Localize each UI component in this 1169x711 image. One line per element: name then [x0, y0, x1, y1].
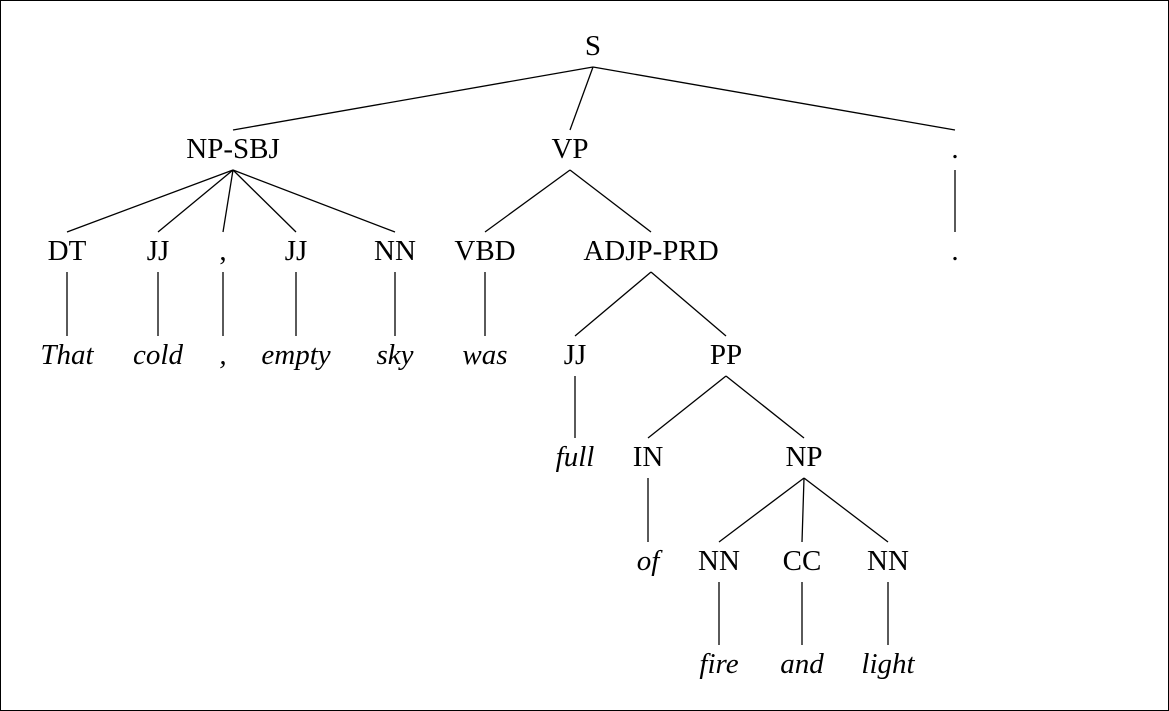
edge-vp-adjp	[569, 169, 652, 233]
word-and: and	[780, 648, 824, 680]
edge-npsbj-jj1	[157, 169, 234, 233]
node-commatag: ,	[219, 235, 226, 267]
node-cc: CC	[783, 545, 822, 577]
word-of: of	[637, 545, 664, 577]
edge-np-cc	[801, 477, 805, 543]
word-cold: cold	[133, 339, 183, 371]
node-jj2: JJ	[285, 235, 308, 267]
edge-npsbj-dt	[66, 169, 234, 233]
node-pp: PP	[710, 339, 742, 371]
edge-pp-np	[725, 375, 805, 439]
node-s: S	[585, 30, 601, 62]
edge-adjp-pp	[650, 271, 727, 337]
word-was: was	[462, 339, 507, 371]
word-fire: fire	[699, 648, 738, 680]
node-np: NP	[785, 441, 822, 473]
node-dotword: .	[951, 235, 958, 267]
word-full: full	[556, 441, 595, 473]
word-empty: empty	[261, 339, 330, 371]
node-jj1: JJ	[147, 235, 170, 267]
edge-npsbj-nn1	[232, 169, 396, 233]
word-light: light	[861, 648, 915, 680]
edge-npsbj-commatag	[222, 169, 234, 233]
edge-s-vp	[569, 66, 594, 131]
node-npsbj: NP-SBJ	[186, 133, 280, 165]
node-nn1: NN	[374, 235, 416, 267]
edge-pp-in	[647, 375, 727, 439]
edge-vp-vbd	[484, 169, 571, 233]
node-vbd: VBD	[454, 235, 515, 267]
word-commaword: ,	[219, 339, 226, 371]
node-dottag: .	[951, 133, 958, 165]
edge-s-dottag	[592, 66, 956, 131]
node-vp: VP	[551, 133, 588, 165]
tree-labels: S NP-SBJ VP. DT JJ, JJ NN VBD ADJP-PRD. That cold,…	[40, 30, 958, 680]
node-nn2: NN	[698, 545, 740, 577]
edge-s-npsbj	[232, 66, 594, 131]
edge-np-nn3	[803, 477, 889, 543]
node-adjp: ADJP-PRD	[583, 235, 718, 267]
edge-np-nn2	[718, 477, 805, 543]
node-dt: DT	[48, 235, 87, 267]
word-sky: sky	[376, 339, 413, 371]
edge-adjp-jj3	[574, 271, 652, 337]
node-nn3: NN	[867, 545, 909, 577]
tree-edges	[66, 66, 956, 645]
word-that: That	[40, 339, 94, 371]
node-jj3: JJ	[564, 339, 587, 371]
node-in: IN	[633, 441, 664, 473]
edge-npsbj-jj2	[232, 169, 297, 233]
